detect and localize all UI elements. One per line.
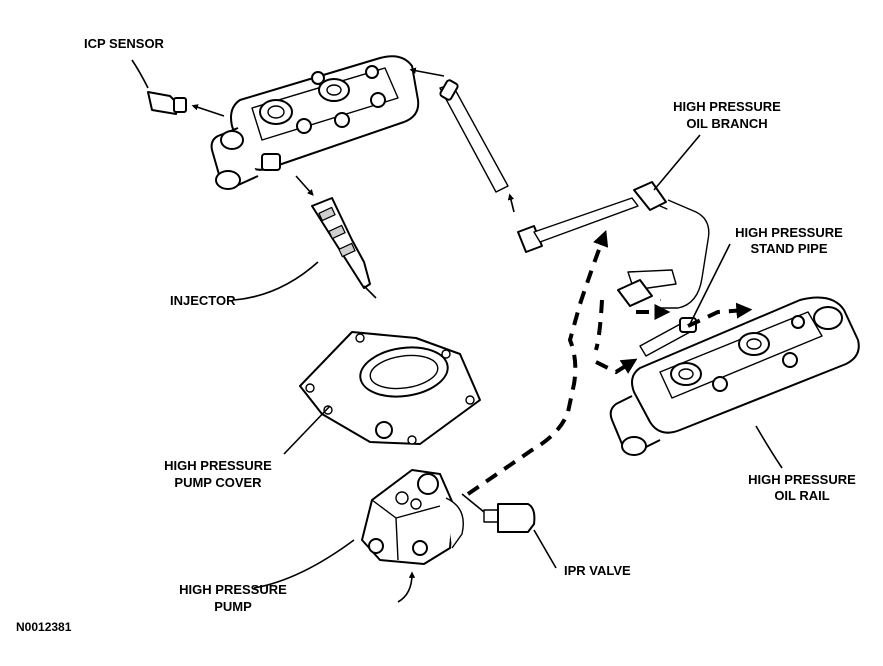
label-pump-line1: HIGH PRESSURE bbox=[179, 582, 287, 597]
ipr-valve bbox=[461, 493, 557, 569]
label-oil-branch-line1: HIGH PRESSURE bbox=[673, 99, 781, 114]
high-pressure-oil-branch bbox=[617, 134, 710, 309]
label-oil-rail-line1: HIGH PRESSURE bbox=[748, 472, 856, 487]
oil-flow-path bbox=[466, 230, 753, 496]
label-oil-branch-line2: OIL BRANCH bbox=[686, 116, 767, 131]
icp-sensor bbox=[131, 59, 187, 115]
label-icp-sensor: ICP SENSOR bbox=[84, 36, 165, 51]
label-pump-cover-line2: PUMP COVER bbox=[174, 475, 262, 490]
upper-oil-rail bbox=[210, 55, 420, 190]
injector bbox=[311, 197, 377, 299]
label-pump-cover-line1: HIGH PRESSURE bbox=[164, 458, 272, 473]
label-injector: INJECTOR bbox=[170, 293, 236, 308]
label-pump-line2: PUMP bbox=[214, 599, 252, 614]
label-stand-pipe-line2: STAND PIPE bbox=[750, 241, 827, 256]
label-ipr-valve: IPR VALVE bbox=[564, 563, 631, 578]
jumper-tube bbox=[439, 79, 639, 253]
label-stand-pipe-line1: HIGH PRESSURE bbox=[735, 225, 843, 240]
figure-code: N0012381 bbox=[16, 620, 72, 634]
high-pressure-pump-cover bbox=[283, 331, 481, 455]
high-pressure-pump bbox=[253, 469, 464, 603]
label-oil-rail-line2: OIL RAIL bbox=[774, 488, 829, 503]
lower-oil-rail bbox=[609, 296, 860, 469]
